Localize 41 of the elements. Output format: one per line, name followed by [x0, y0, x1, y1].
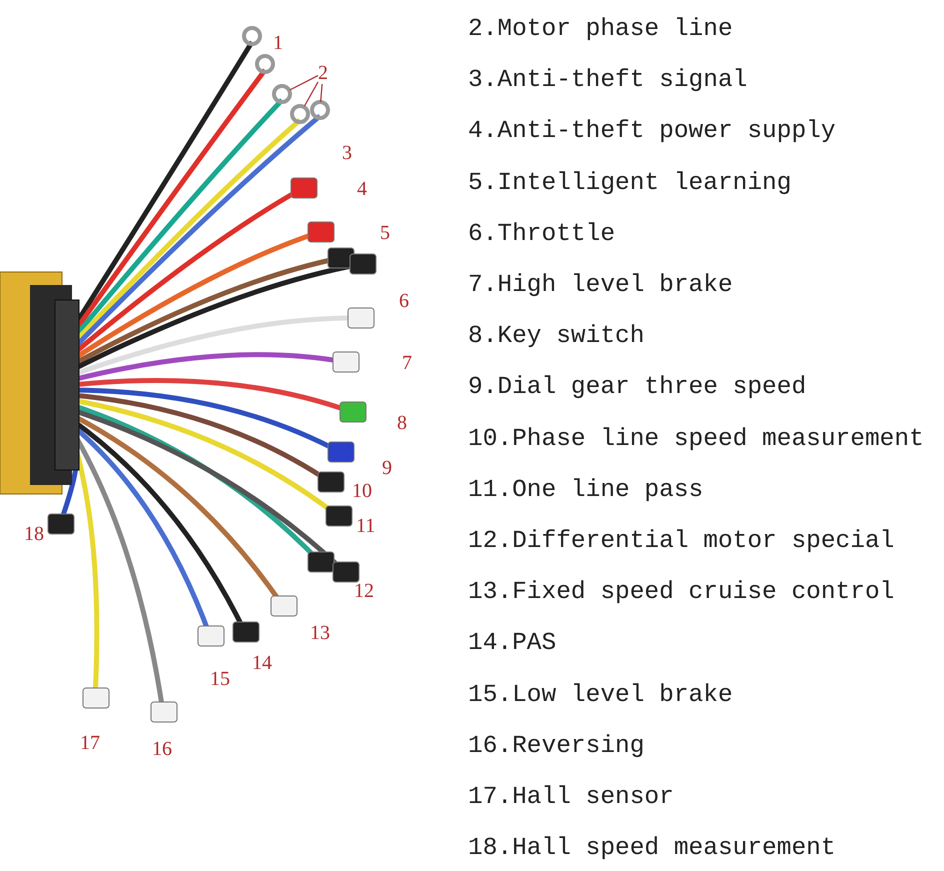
ring-terminal — [310, 100, 330, 120]
callout-number: 12 — [354, 580, 374, 602]
legend-entry: 17.Hall sensor — [468, 784, 674, 812]
callout-number: 16 — [152, 738, 172, 760]
leader-line — [290, 75, 318, 90]
ring-terminal — [290, 104, 310, 124]
callout-number: 8 — [397, 412, 407, 434]
callout-number: 1 — [273, 32, 283, 54]
callout-number: 4 — [357, 178, 367, 200]
callout-number: 11 — [356, 515, 376, 537]
callout-number: 5 — [380, 222, 390, 244]
legend-entry: 7.High level brake — [468, 272, 733, 300]
legend-entry: 5.Intelligent learning — [468, 170, 792, 198]
legend-entry: 9.Dial gear three speed — [468, 374, 806, 402]
callout-number: 15 — [210, 668, 230, 690]
legend-entry: 11.One line pass — [468, 476, 704, 505]
callout-number: 10 — [352, 480, 372, 502]
leader-line — [320, 84, 323, 102]
legend-entry: 6.Throttle — [468, 220, 616, 249]
callout-number: 18 — [24, 523, 44, 545]
callout-number: 13 — [310, 622, 330, 644]
legend-entry: 2.Motor phase line — [468, 16, 733, 44]
legend-entry: 15.Low level brake — [468, 682, 733, 710]
legend-entry: 3.Anti-theft signal — [468, 67, 748, 96]
callout-number: 2 — [318, 62, 328, 84]
legend-entry: 14.PAS — [468, 630, 556, 658]
legend-entry: 18.Hall speed measurement — [468, 835, 836, 864]
callout-number: 17 — [80, 732, 100, 754]
callout-number: 7 — [402, 352, 412, 374]
ring-terminal — [272, 84, 292, 104]
legend-entry: 16.Reversing — [468, 732, 644, 761]
leader-line — [304, 82, 319, 106]
legend-entry: 13.Fixed speed cruise control — [468, 579, 894, 608]
callout-number: 14 — [252, 652, 272, 674]
legend-entry: 4.Anti-theft power supply — [468, 118, 836, 146]
legend-entry: 10.Phase line speed measurement — [468, 426, 924, 454]
callout-number: 6 — [399, 290, 409, 312]
legend-entry: 12.Differential motor special — [468, 528, 894, 556]
callout-number: 9 — [382, 457, 392, 479]
legend-entry: 8.Key switch — [468, 323, 644, 352]
callout-number: 3 — [342, 142, 352, 164]
